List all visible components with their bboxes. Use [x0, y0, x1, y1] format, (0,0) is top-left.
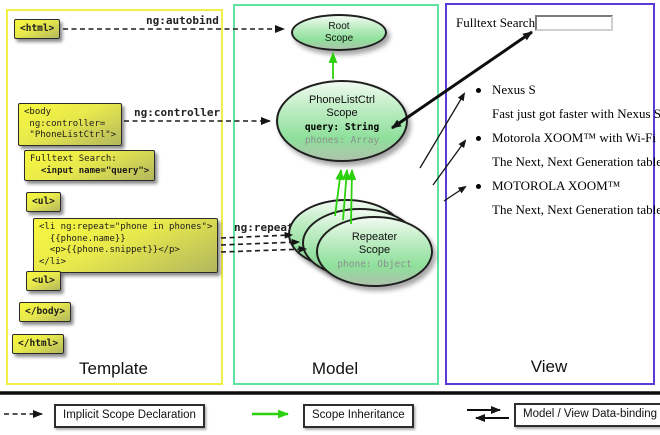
bullet-icon [476, 136, 481, 141]
legend-implicit-scope-box: Implicit Scope Declaration [54, 404, 205, 428]
phone-property: phone: Object [337, 259, 412, 271]
view-item-title: Nexus S [492, 82, 536, 97]
template-panel-label: Template [79, 359, 148, 378]
fulltext-search-input[interactable] [535, 15, 613, 31]
view-panel-label: View [530, 357, 568, 376]
code-box-li-repeat: <li ng:repeat="phone in phones"> {{phone… [33, 218, 219, 273]
repeater-scope-title: Repeater Scope [351, 230, 398, 256]
code-box-html-close: </html> [12, 334, 65, 355]
code-box-body-open: <body ng:controller= "PhoneListCtrl"> [18, 103, 123, 147]
template-panel [6, 9, 223, 385]
code-box-ul-first: <ul> [26, 192, 61, 213]
fulltext-code-line1: Fulltext Search: [30, 154, 117, 164]
code-box-ul-second: <ul> [26, 271, 61, 292]
view-item-desc: The Next, Next Generation tablet. [492, 202, 660, 217]
fulltext-search-label: Fulltext Search: [456, 15, 539, 30]
phonelistctrl-scope-title: PhoneListCtrl Scope [308, 94, 376, 119]
bullet-icon [476, 88, 481, 93]
view-item-desc: Fast just got faster with Nexus S. [492, 106, 660, 121]
model-panel [233, 4, 439, 385]
ng-autobind-label: ng:autobind [146, 14, 219, 27]
view-panel [445, 3, 655, 385]
query-property: query: String [304, 122, 380, 134]
ng-repeat-label: ng:repeat [234, 221, 294, 234]
phones-property: phones: Array [304, 135, 380, 147]
bullet-icon [476, 184, 481, 189]
root-scope-title: Root Scope [324, 21, 354, 44]
code-box-body-close: </body> [19, 302, 72, 323]
view-item-title: Motorola XOOM™ with Wi-Fi [492, 130, 657, 145]
view-item-title: MOTOROLA XOOM™ [492, 178, 621, 193]
legend-data-binding-arrow [467, 406, 509, 422]
legend-scope-inheritance-box: Scope Inheritance [303, 404, 414, 428]
ng-controller-label: ng:controller [134, 106, 221, 119]
fulltext-code-line2: <input name="query"> [30, 165, 150, 176]
root-scope-ellipse: Root Scope [291, 14, 387, 51]
model-panel-label: Model [311, 359, 359, 378]
view-item-desc: The Next, Next Generation tablet. [492, 154, 660, 169]
code-box-fulltext-input: Fulltext Search: <input name="query"> [24, 150, 156, 182]
legend-data-binding-box: Model / View Data-binding [514, 403, 660, 427]
repeater-scope-ellipse: Repeater Scope phone: Object [316, 216, 433, 287]
phonelistctrl-scope-ellipse: PhoneListCtrl Scope query: String phones… [276, 80, 408, 162]
code-box-html-open: <html> [14, 19, 61, 40]
